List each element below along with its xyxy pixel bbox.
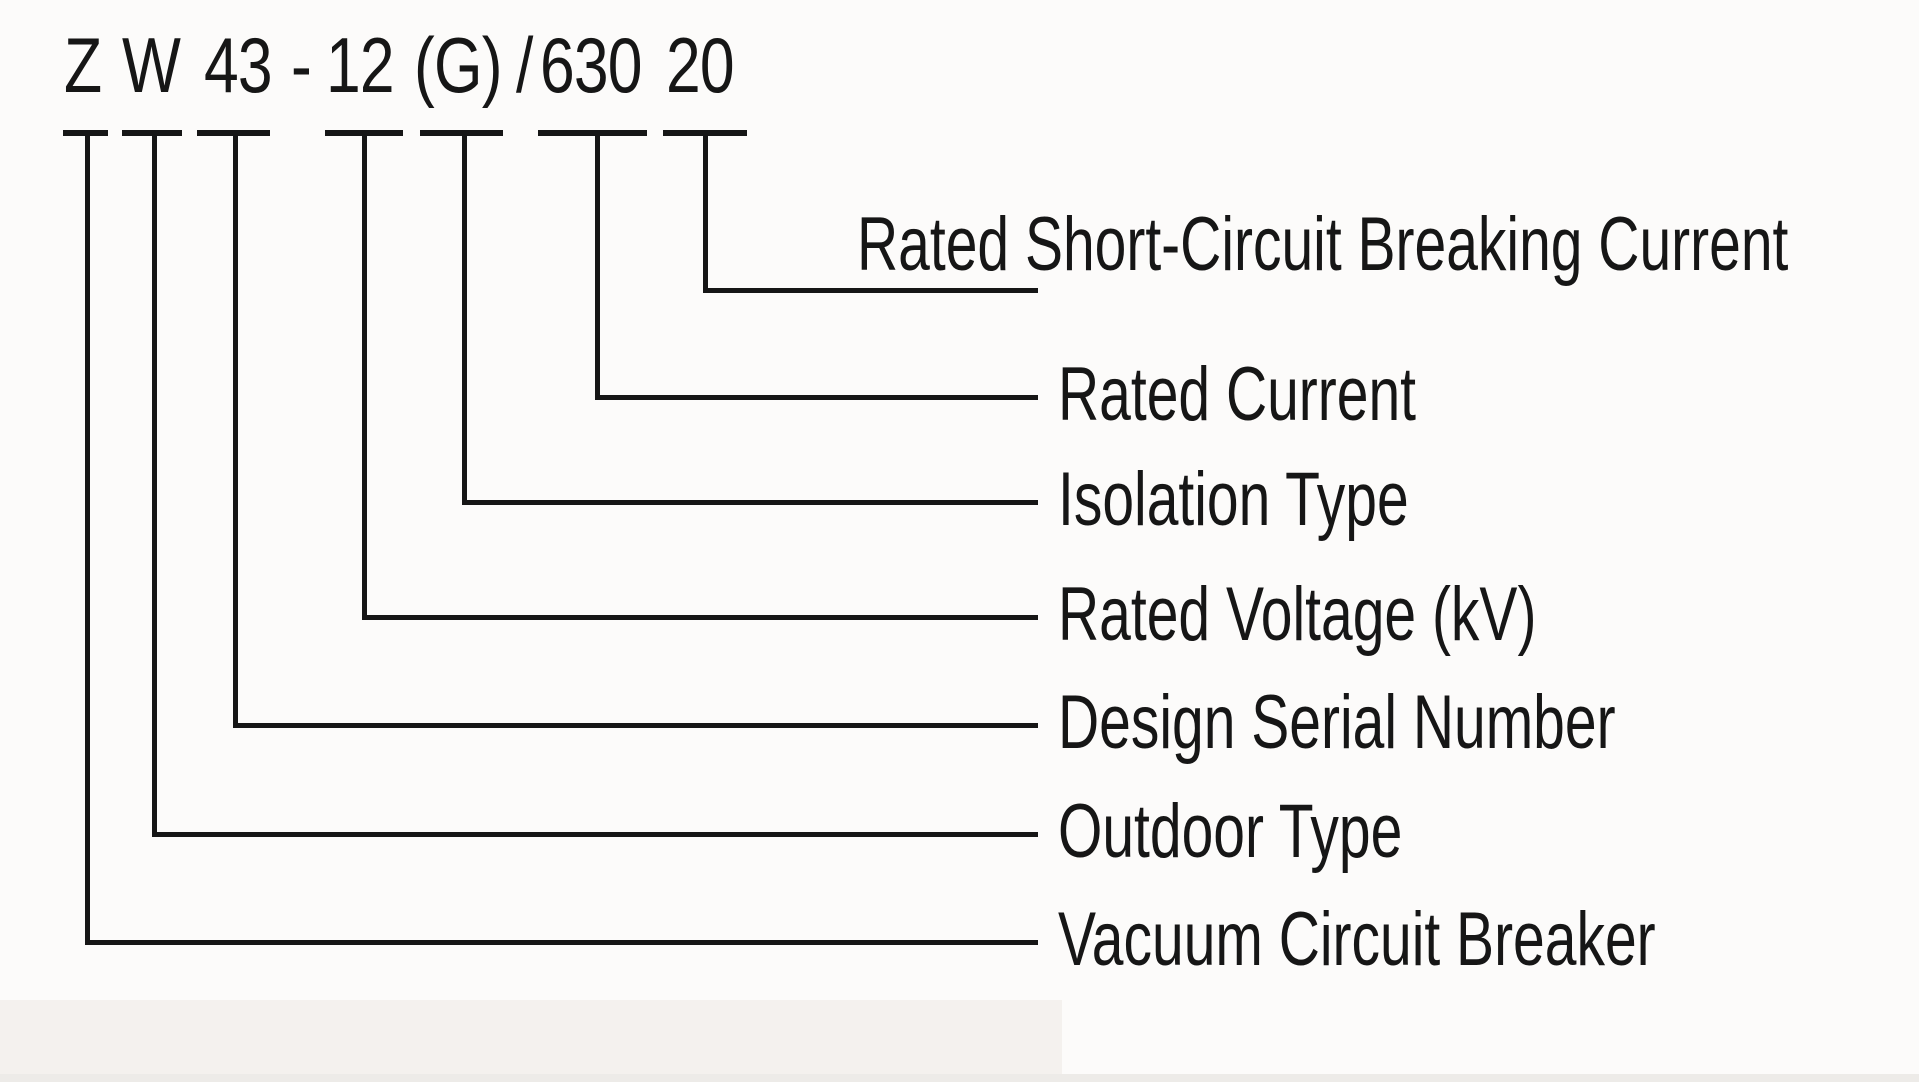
hline-rated-current xyxy=(595,395,1038,400)
label-design-serial-number: Design Serial Number xyxy=(1058,680,1616,765)
hline-isolation-type xyxy=(462,500,1038,505)
bottom-edge-strip xyxy=(0,1074,1919,1082)
label-outdoor-type: Outdoor Type xyxy=(1058,789,1403,874)
label-rated-short-circuit-breaking-current: Rated Short-Circuit Breaking Current xyxy=(857,202,1789,287)
label-vacuum-circuit-breaker: Vacuum Circuit Breaker xyxy=(1058,897,1656,982)
vline-12 xyxy=(362,130,367,620)
code-segment-hyphen: - xyxy=(291,21,312,109)
tbar-g xyxy=(420,130,503,136)
label-rated-voltage-kv: Rated Voltage (kV) xyxy=(1058,572,1537,657)
code-segment-20: 20 xyxy=(666,21,735,109)
hline-vacuum-breaker xyxy=(85,940,1038,945)
vline-g xyxy=(462,130,467,505)
label-rated-current: Rated Current xyxy=(1058,352,1417,437)
code-segment-w: W xyxy=(122,21,181,109)
code-segment-630: 630 xyxy=(540,21,643,109)
hline-outdoor-type xyxy=(152,832,1038,837)
hline-rated-voltage xyxy=(362,615,1038,620)
vline-43 xyxy=(233,130,238,728)
vline-w xyxy=(152,130,157,837)
label-isolation-type: Isolation Type xyxy=(1058,457,1409,542)
code-segment-z: Z xyxy=(64,21,102,109)
tbar-630 xyxy=(538,130,647,136)
bottom-left-gray-block xyxy=(0,1000,1062,1082)
hline-rated-short-circuit xyxy=(703,288,1038,293)
vline-z xyxy=(85,130,90,945)
vline-630 xyxy=(595,130,600,400)
hline-design-serial xyxy=(233,723,1038,728)
code-segment-g: (G) xyxy=(414,21,502,109)
code-segment-slash: / xyxy=(516,21,533,109)
code-segment-43: 43 xyxy=(204,21,273,109)
code-segment-12: 12 xyxy=(326,21,395,109)
vline-20 xyxy=(703,130,708,293)
